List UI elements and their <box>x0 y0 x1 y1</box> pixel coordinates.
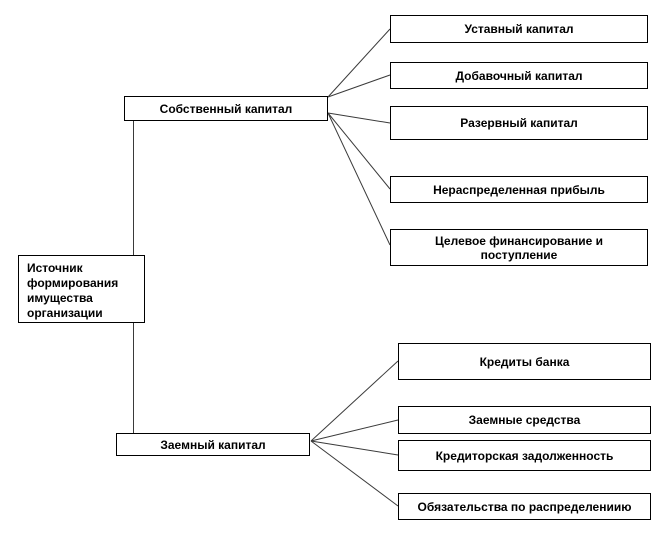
node-bank-loans: Кредиты банка <box>398 343 651 380</box>
connector-borrowed-to-borrowed-funds <box>310 419 399 442</box>
node-retained-earnings: Нераспределенная прибыль <box>390 176 648 203</box>
connector-own-to-authorized-capital <box>327 28 391 98</box>
node-borrowed-funds: Заемные средства <box>398 406 651 434</box>
node-additional-capital: Добавочный капитал <box>390 62 648 89</box>
connector-own-to-additional-capital <box>327 74 391 98</box>
node-own-capital: Собственный капитал <box>124 96 328 121</box>
node-accounts-payable: Кредиторская задолженность <box>398 440 651 471</box>
node-authorized-capital: Уставный капитал <box>390 15 648 43</box>
node-distribution-obligations: Обязательства по распределениию <box>398 493 651 520</box>
connector-borrowed-to-bank-loans <box>310 360 399 442</box>
connector-own-to-target-financing <box>327 112 391 246</box>
connector-borrowed-to-accounts-payable <box>310 440 399 456</box>
connector-borrowed-to-distribution-obligations <box>310 440 399 507</box>
node-reserve-capital: Разервный капитал <box>390 106 648 140</box>
node-property-sources-root: Источник формирования имущества организа… <box>18 255 145 323</box>
connector-own-to-retained-earnings <box>327 112 391 190</box>
node-target-financing: Целевое финансирование и поступление <box>390 229 648 266</box>
connector-own-to-reserve-capital <box>327 112 391 124</box>
node-borrowed-capital: Заемный капитал <box>116 433 310 456</box>
